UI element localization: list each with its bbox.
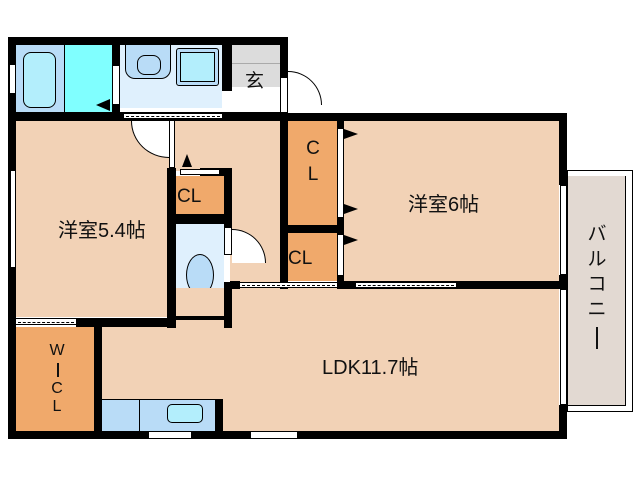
- sliding-door-closet-lower[interactable]: [240, 282, 337, 288]
- sliding-door-wic[interactable]: [16, 318, 76, 325]
- closet-center-label: CL: [177, 186, 202, 207]
- window-ldk: [250, 431, 298, 439]
- sliding-door-washroom[interactable]: [124, 113, 222, 119]
- entrance-door[interactable]: [288, 71, 322, 105]
- western-room-6: [343, 121, 559, 283]
- toilet-door-leaf: [224, 227, 232, 255]
- window-bath: [9, 64, 16, 94]
- wall: [224, 168, 232, 250]
- sink-icon: [167, 404, 203, 423]
- window-balcony-upper: [560, 185, 567, 275]
- closet-upper-label-l: L: [307, 164, 319, 185]
- window-kitchen: [148, 431, 192, 439]
- wic-label-l: L: [52, 398, 62, 415]
- wall: [280, 113, 567, 121]
- wall: [222, 37, 232, 91]
- wic-label-i: [57, 363, 59, 377]
- entrance-step: [232, 63, 280, 64]
- wall: [559, 113, 567, 185]
- wall: [215, 399, 223, 439]
- balcony-label-1: バ: [587, 224, 607, 245]
- wall: [280, 113, 288, 289]
- door-arrow-icon: [96, 99, 110, 111]
- closet-center-door[interactable]: [180, 169, 220, 175]
- wall: [280, 37, 288, 77]
- door-arrow-icon: [344, 129, 358, 139]
- door-arrow-icon: [344, 204, 358, 214]
- wic-label-w: W: [49, 342, 65, 359]
- wall: [224, 282, 232, 328]
- bathtub-icon: [23, 52, 56, 108]
- window-western-room-5-4: [9, 170, 16, 268]
- kitchen-counter-divider: [139, 399, 140, 431]
- ldk-upper-left: [224, 288, 284, 328]
- western-room-5-4: [16, 121, 167, 317]
- entrance-label: 玄: [245, 71, 265, 92]
- balcony-label-5: [596, 327, 598, 349]
- hallway-lower: [230, 171, 280, 286]
- closet-lower: [287, 233, 337, 281]
- western-room-6-label: 洋室6帖: [408, 194, 480, 216]
- wall: [8, 37, 287, 45]
- sliding-door-western-room-6[interactable]: [356, 282, 456, 288]
- closet-upper: [287, 121, 337, 225]
- washbasin-icon: [176, 48, 219, 86]
- wall: [76, 318, 176, 327]
- closet-upper-door[interactable]: [337, 128, 344, 218]
- entrance: [232, 45, 280, 87]
- door-bath-washroom[interactable]: [112, 65, 120, 105]
- closet-center: [176, 176, 224, 214]
- ldk-label: LDK11.7帖: [322, 357, 419, 379]
- balcony: [568, 176, 626, 406]
- balcony-label-4: ニ: [587, 299, 607, 320]
- wall: [559, 405, 567, 439]
- bath-divider: [64, 45, 65, 112]
- window-balcony-lower: [560, 289, 567, 405]
- wall: [94, 318, 102, 438]
- wall: [280, 225, 344, 233]
- closet-upper-label-c: C: [306, 138, 320, 159]
- balcony-label-2: ル: [587, 249, 607, 270]
- toilet-bowl-icon: [137, 55, 161, 75]
- western-room-5-4-door-leaf: [169, 120, 175, 168]
- wall: [176, 316, 232, 320]
- closet-lower-door[interactable]: [337, 234, 344, 276]
- western-room-5-4-label: 洋室5.4帖: [58, 220, 146, 242]
- wall: [167, 168, 176, 328]
- wic-label-c: C: [51, 380, 63, 397]
- door-arrow-icon: [344, 235, 358, 245]
- walk-in-closet: [16, 327, 94, 431]
- entrance-door-leaf: [280, 77, 288, 113]
- door-arrow-icon: [182, 154, 192, 167]
- closet-lower-label: CL: [288, 248, 313, 269]
- balcony-label-3: コ: [587, 274, 607, 295]
- wall: [176, 214, 232, 224]
- wall: [230, 281, 240, 289]
